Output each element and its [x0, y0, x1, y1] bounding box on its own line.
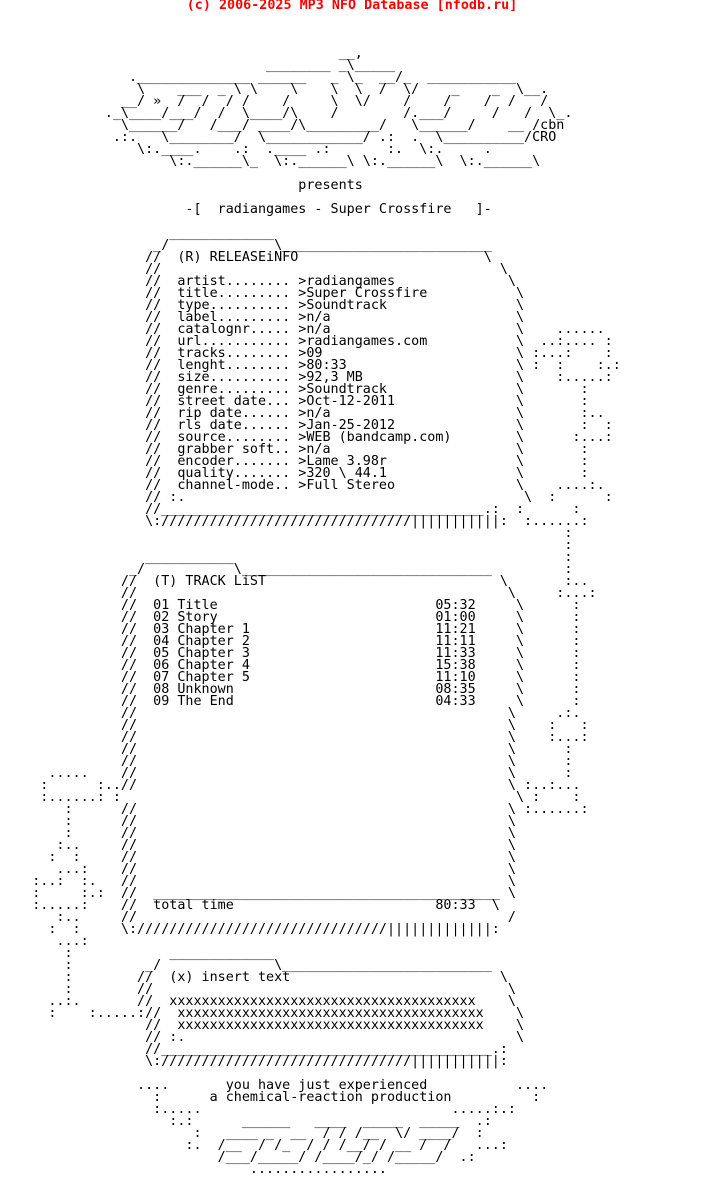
nfo-line: __,	[0, 46, 363, 61]
nfo-line: .:. \________/ \____________/ .: . \____…	[0, 130, 557, 145]
nfo-line: // channel-mode.. >Full Stereo \ ....:.	[0, 478, 605, 493]
nfo-line: : a chemical-reaction production :	[0, 1090, 541, 1105]
nfo-line: ..:. // xxxxxxxxxxxxxxxxxxxxxxxxxxxxxxxx…	[0, 994, 516, 1009]
nfo-line: .... you have just experienced ....	[0, 1078, 549, 1093]
nfo-database-header: (c) 2006-2025 MP3 NFO Database [nfodb.ru…	[186, 0, 518, 13]
nfo-line: :.....: // total time 80:33 \	[0, 898, 500, 913]
nfo-line: ._\____/___/ / \____/\ / /.___/ / / \_.	[0, 106, 573, 121]
nfo-line: // encoder....... >Lame 3.98r \ :	[0, 454, 589, 469]
nfo-line: // \	[0, 262, 508, 277]
nfo-line: ...:	[0, 934, 89, 949]
nfo-line: // grabber soft.. >n/a \ :	[0, 442, 589, 457]
nfo-line: // 09 The End 04:33 \ :	[0, 694, 581, 709]
nfo-line: // \ :...:	[0, 730, 589, 745]
nfo-line: // (T) TRACK LiST \ :..	[0, 574, 589, 589]
nfo-line: : :..// \ :..:...	[0, 778, 581, 793]
nfo-line: ___________ :	[0, 550, 573, 565]
nfo-line: // :. \ : :	[0, 490, 613, 505]
nfo-line: .______________ ______ _ \_ __/_ _______…	[0, 70, 516, 85]
nfo-line: : // \	[0, 826, 516, 841]
nfo-line: ..... // \ :	[0, 766, 573, 781]
nfo-line: \:.______\_ \:.______\ \:.______\ \:.___…	[0, 154, 541, 169]
nfo-line: // lenght........ >80:33 \ : : :.:	[0, 358, 621, 373]
nfo-line: // size.......... >92,3 MB \ :.....:	[0, 370, 613, 385]
nfo-line: : : // \	[0, 850, 516, 865]
nfo-line: : ____ _ __ / / /__ \/ ____/ :	[0, 1126, 484, 1141]
nfo-line: // 03 Chapter 1 11:21 \ :	[0, 622, 581, 637]
nfo-line: // catalognr..... >n/a \ ......	[0, 322, 605, 337]
nfo-line: // 04 Chapter 2 11:11 \ :	[0, 634, 581, 649]
nfo-line: : // \	[0, 982, 516, 997]
nfo-line: /___/_____/ /____/_/ /_____/ .:	[0, 1150, 476, 1165]
nfo-line: _/ \_______________________________ :	[0, 562, 573, 577]
nfo-line: : :.: // _______________________________…	[0, 886, 516, 901]
nfo-line: :. /__ / /_ / / /__/ / __ / / ...:	[0, 1138, 508, 1153]
nfo-line: // url........... >radiangames.com \ ..:…	[0, 334, 613, 349]
nfo-line: // xxxxxxxxxxxxxxxxxxxxxxxxxxxxxxxxxxxxx…	[0, 1018, 525, 1033]
nfo-line: // \ :	[0, 754, 573, 769]
nfo-line: \:///////////////////////////////|||||||…	[0, 1054, 508, 1069]
nfo-line: ________ _\_____	[0, 58, 396, 73]
nfo-line: // 02 Story 01:00 \ :	[0, 610, 581, 625]
nfo-line: \:///////////////////////////////|||||||…	[0, 514, 589, 529]
nfo-line: // rls date...... >Jan-25-2012 \ : :	[0, 418, 613, 433]
nfo-line: \______/ /___/ ____/\_________/ \______/…	[0, 118, 565, 133]
nfo-line: // street date... >Oct-12-2011 \ :	[0, 394, 589, 409]
nfo-line: : // \	[0, 814, 516, 829]
nfo-line: :.. // \	[0, 838, 516, 853]
nfo-line: : _____________	[0, 946, 275, 961]
nfo-line: : : \:///////////////////////////////|||…	[0, 922, 500, 937]
nfo-line: _/ \__________________________	[0, 238, 492, 253]
nfo-line: // :. \	[0, 1030, 525, 1045]
nfo-line: // type.......... >Soundtrack \	[0, 298, 525, 313]
nfo-line: // 07 Chapter 5 11:10 \ :	[0, 670, 581, 685]
nfo-line: __/ » / / / / / \ \/ / / / / /	[0, 94, 549, 109]
nfo-line: // 06 Chapter 4 15:38 \ :	[0, 658, 581, 673]
nfo-line: \ ___ _ \ \ \ \ \ / \/ _ _ \__.	[0, 82, 549, 97]
nfo-line: :	[0, 538, 573, 553]
nfo-line: :.: ______ ____ _____ _____ .:	[0, 1114, 492, 1129]
nfo-line: // rip date...... >n/a \ :..	[0, 406, 605, 421]
nfo-line: // \ :...:	[0, 586, 597, 601]
nfo-line: // artist........ >radiangames \	[0, 274, 516, 289]
nfo-line: // source........ >WEB (bandcamp.com) \ …	[0, 430, 613, 445]
nfo-line: // genre......... >Soundtrack \ :	[0, 382, 589, 397]
nfo-line: ...: // \	[0, 862, 516, 877]
nfo-line: -[ radiangames - Super Crossfire ]-	[0, 202, 492, 217]
nfo-line: // 05 Chapter 3 11:33 \ :	[0, 646, 581, 661]
nfo-line: .................	[0, 1162, 387, 1177]
nfo-line: // label......... >n/a \	[0, 310, 525, 325]
nfo-line: // \ .:.	[0, 706, 581, 721]
nfo-line: // 08 Unknown 08:35 \ :	[0, 682, 581, 697]
nfo-line: :.. // /	[0, 910, 516, 925]
nfo-line: _____________	[0, 226, 275, 241]
nfo-line: // tracks........ >09 \ :...: :	[0, 346, 613, 361]
nfo-line: // (R) RELEASEiNFO \	[0, 250, 492, 265]
nfo-line: // quality....... >320 \ 44.1 \ :	[0, 466, 589, 481]
nfo-line: :......: : \ : :	[0, 790, 581, 805]
nfo-line: // \ : :	[0, 718, 589, 733]
nfo-line: presents	[0, 178, 363, 193]
nfo-line: :..: :. // \	[0, 874, 516, 889]
nfo-line: :..... .....:.:	[0, 1102, 516, 1117]
nfo-line: //______________________________________…	[0, 1042, 508, 1057]
nfo-line: // 01 Title 05:32 \ :	[0, 598, 581, 613]
nfo-line: : _/ \__________________________	[0, 958, 492, 973]
nfo-line: //______________________________________…	[0, 502, 581, 517]
nfo-line: : // \ :......:	[0, 802, 589, 817]
nfo-line: // title......... >Super Crossfire \	[0, 286, 525, 301]
nfo-line: : // (x) insert text \	[0, 970, 508, 985]
nfo-line: :	[0, 526, 573, 541]
nfo-line: \:.____. .: .____ .: :. \:. .	[0, 142, 492, 157]
nfo-line: // \ :	[0, 742, 573, 757]
nfo-line: : :.....:// xxxxxxxxxxxxxxxxxxxxxxxxxxxx…	[0, 1006, 525, 1021]
